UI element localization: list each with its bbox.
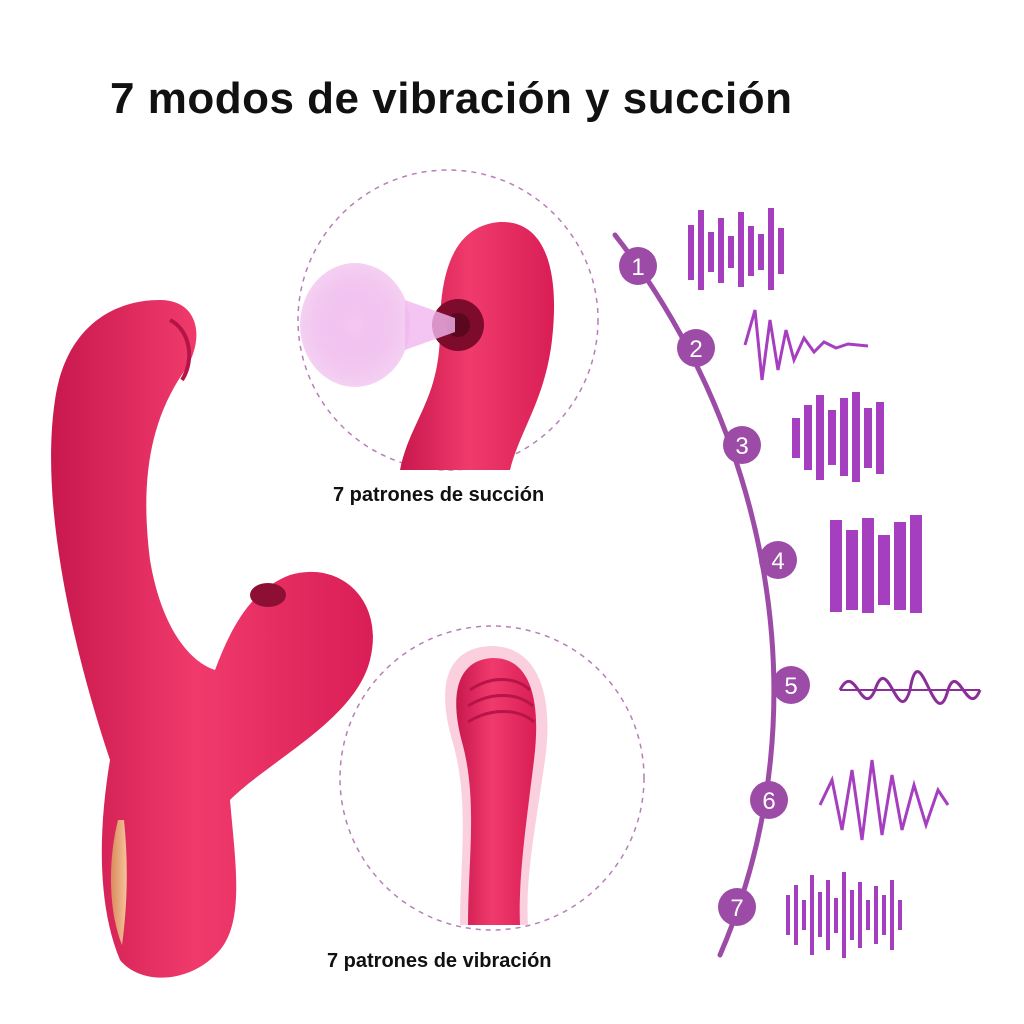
mode-1-marker: 1 bbox=[619, 247, 657, 285]
mode-4-number: 4 bbox=[771, 548, 784, 575]
mode-5-marker: 5 bbox=[772, 666, 810, 704]
mode-2-number: 2 bbox=[689, 336, 702, 363]
mode-2-marker: 2 bbox=[677, 329, 715, 367]
waveform-7-icon bbox=[786, 872, 902, 958]
waveform-3-icon bbox=[792, 392, 884, 482]
mode-3-marker: 3 bbox=[723, 426, 761, 464]
waveform-icons bbox=[688, 208, 982, 958]
mode-7-number: 7 bbox=[730, 895, 743, 922]
product-image bbox=[51, 300, 373, 978]
mode-4-marker: 4 bbox=[759, 541, 797, 579]
mode-5-number: 5 bbox=[784, 673, 797, 700]
waveform-4-icon bbox=[830, 515, 922, 613]
mode-6-number: 6 bbox=[762, 788, 775, 815]
vibration-caption: 7 patrones de vibración bbox=[327, 950, 552, 972]
mode-6-marker: 6 bbox=[750, 781, 788, 819]
waveform-1-icon bbox=[688, 208, 784, 290]
suction-detail bbox=[297, 169, 599, 471]
page-title: 7 modos de vibración y succión bbox=[110, 74, 793, 123]
mode-3-number: 3 bbox=[735, 433, 748, 460]
waveform-2-icon bbox=[743, 309, 869, 381]
mode-7-marker: 7 bbox=[718, 888, 756, 926]
waveform-6-icon bbox=[818, 759, 950, 841]
mode-1-number: 1 bbox=[631, 254, 644, 281]
suction-caption: 7 patrones de succión bbox=[333, 484, 545, 506]
vibration-detail bbox=[339, 625, 645, 931]
waveform-5-icon bbox=[838, 670, 982, 705]
